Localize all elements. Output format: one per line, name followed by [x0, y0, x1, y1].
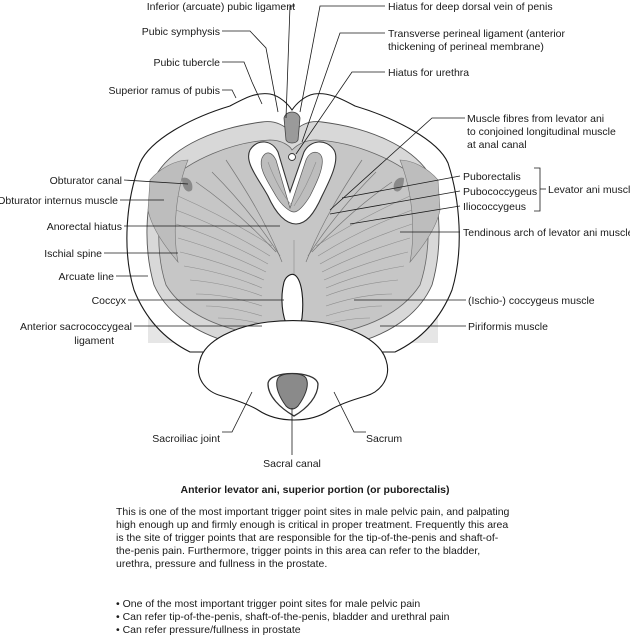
label-piriformis: Piriformis muscle — [468, 321, 548, 333]
label-puborectalis: Puborectalis — [463, 171, 521, 183]
label-anterior-sacrococcygeal-1: Anterior sacrococcygeal — [20, 321, 132, 333]
label-inferior-pubic-ligament: Inferior (arcuate) pubic ligament — [147, 1, 295, 13]
fibres-right — [305, 159, 413, 325]
label-coccyx: Coccyx — [92, 295, 127, 307]
label-muscle-fibres-2: to conjoined longitudinal muscle — [467, 126, 616, 138]
sling-inner — [260, 151, 323, 213]
label-pubic-symphysis: Pubic symphysis — [142, 26, 220, 38]
label-ischio-coccygeus: (Ischio-) coccygeus muscle — [468, 295, 595, 307]
figure-caption: Anterior levator ani, superior portion (… — [180, 484, 450, 496]
sacrum-bone — [198, 319, 388, 421]
label-levator-ani: Levator ani muscle — [548, 184, 630, 196]
label-superior-ramus: Superior ramus of pubis — [109, 85, 220, 97]
key-point: One of the most important trigger point … — [116, 598, 536, 611]
label-sacral-canal: Sacral canal — [263, 458, 321, 470]
urethra-hiatus — [288, 153, 296, 161]
label-tendinous-arch: Tendinous arch of levator ani muscle — [463, 227, 630, 239]
pelvic-floor-diagram: Inferior (arcuate) pubic ligament Pubic … — [0, 1, 630, 470]
sacral-canal-rim — [267, 372, 319, 417]
label-muscle-fibres-3: at anal canal — [467, 139, 527, 151]
label-anterior-sacrococcygeal-2: ligament — [74, 335, 114, 347]
label-hiatus-urethra: Hiatus for urethra — [388, 67, 469, 79]
description-paragraph: This is one of the most important trigge… — [116, 506, 510, 570]
label-arcuate-line: Arcuate line — [59, 271, 115, 283]
key-point: Can refer pressure/fullness in prostate — [116, 624, 536, 637]
fibres-left — [175, 159, 283, 325]
obturator-canal-left — [182, 177, 193, 192]
key-points-list: One of the most important trigger point … — [116, 598, 536, 637]
coccyx-bone — [281, 273, 304, 332]
pubic-symphysis-shape — [283, 111, 301, 144]
label-iliococcygeus: Iliococcygeus — [463, 201, 526, 213]
label-sacrum: Sacrum — [366, 433, 402, 445]
leader-lines — [104, 5, 546, 455]
label-pubic-tubercle: Pubic tubercle — [153, 57, 220, 69]
label-transverse-perineal-2: thickening of perineal membrane) — [388, 41, 544, 53]
label-transverse-perineal-1: Transverse perineal ligament (anterior — [388, 28, 566, 40]
obturator-internus-left — [147, 159, 189, 264]
label-anorectal-hiatus: Anorectal hiatus — [47, 221, 122, 233]
label-ischial-spine: Ischial spine — [44, 248, 102, 260]
label-sacroiliac-joint: Sacroiliac joint — [152, 433, 220, 445]
key-point: Can refer tip-of-the-penis, shaft-of-the… — [116, 611, 536, 624]
label-muscle-fibres-1: Muscle fibres from levator ani — [467, 113, 604, 125]
label-hiatus-dorsal-vein: Hiatus for deep dorsal vein of penis — [388, 1, 553, 13]
label-obturator-canal: Obturator canal — [50, 175, 122, 187]
label-obturator-internus: Obturator internus muscle — [0, 195, 118, 207]
label-pubococcygeus: Pubococcygeus — [463, 186, 537, 198]
